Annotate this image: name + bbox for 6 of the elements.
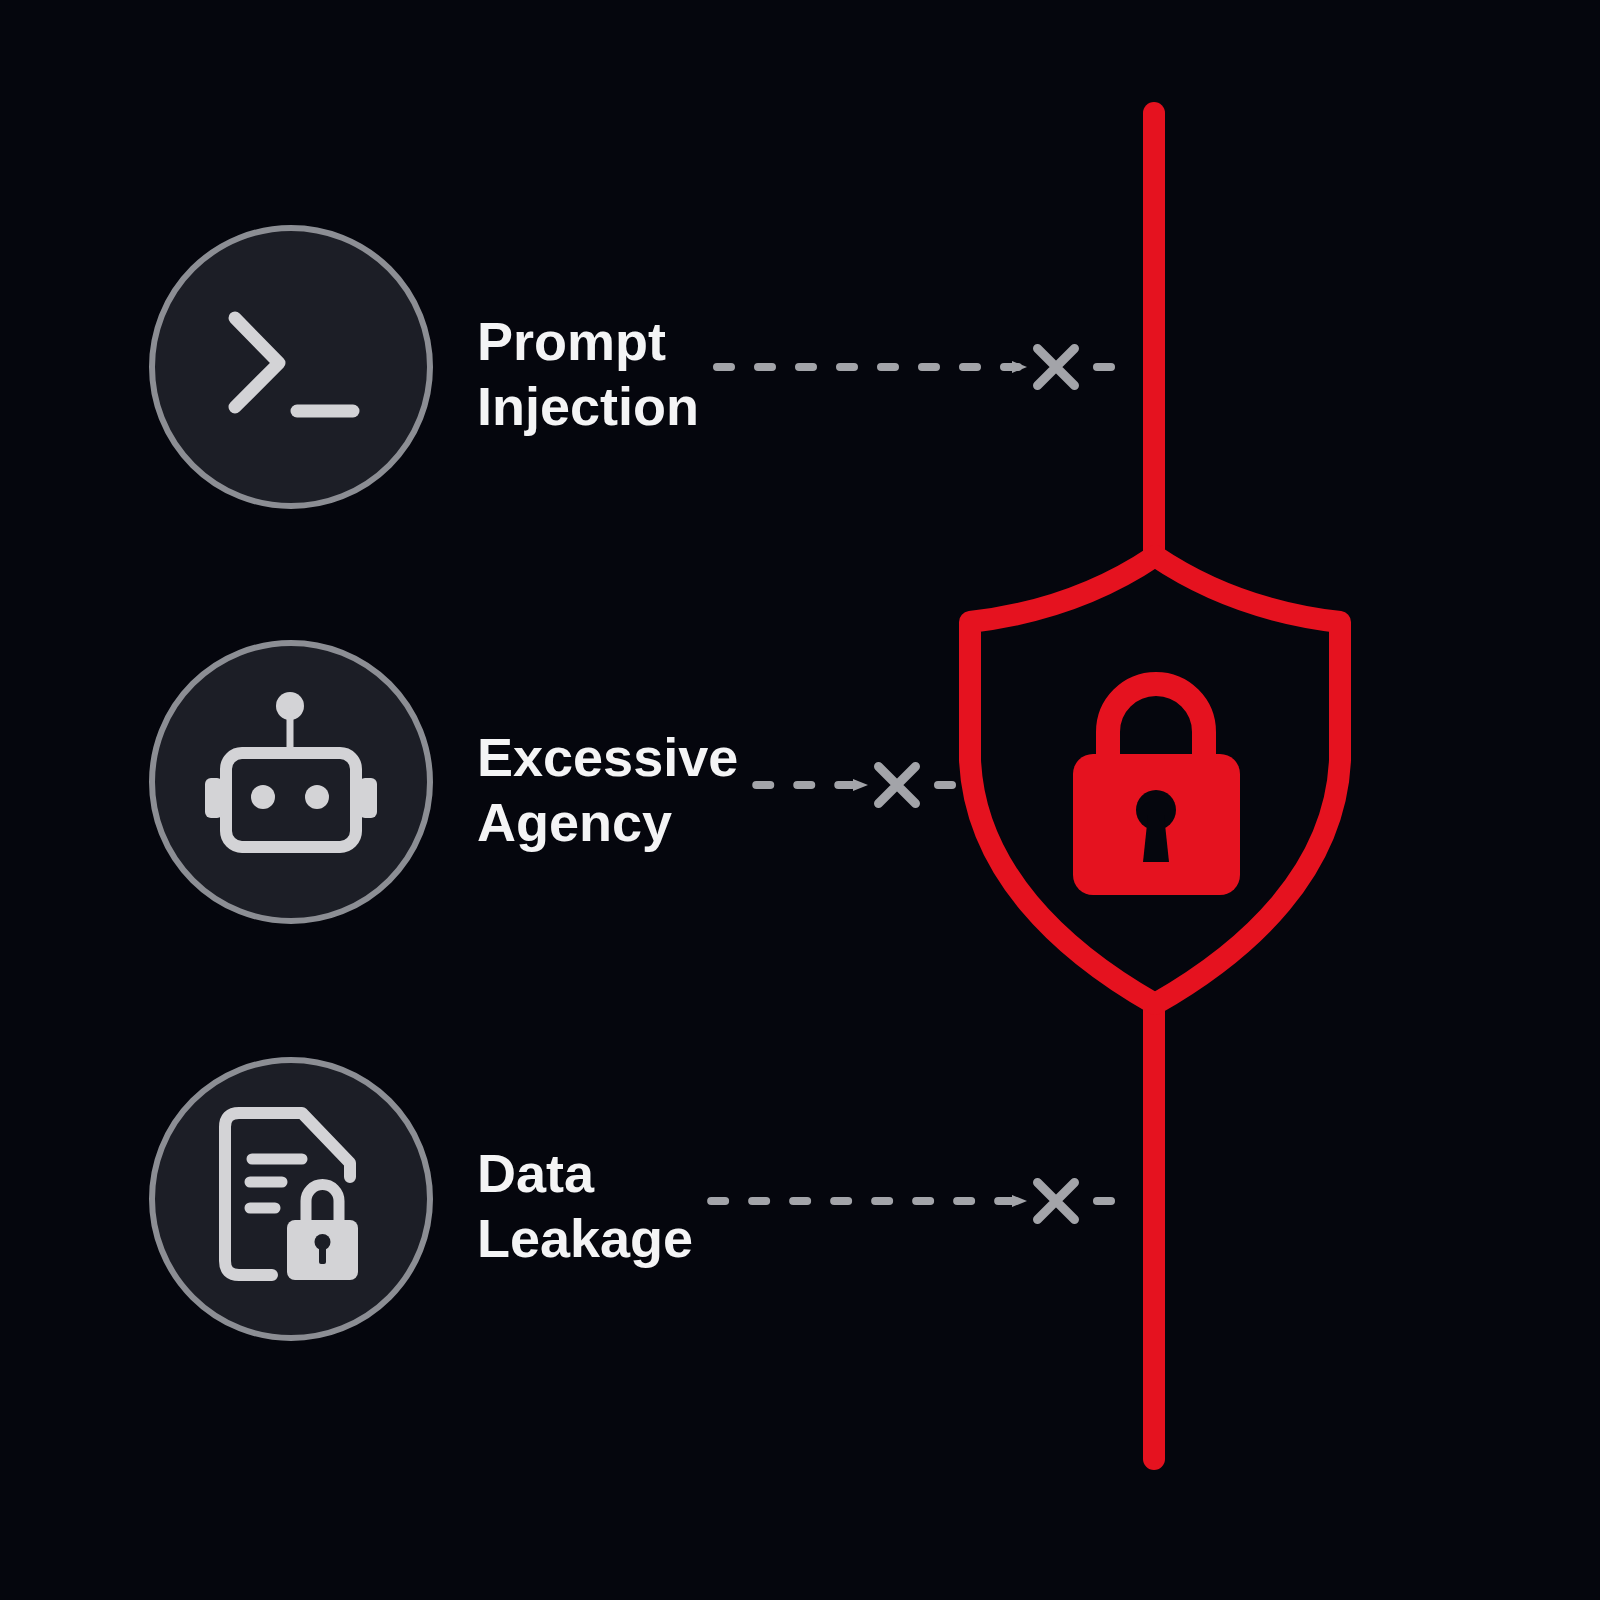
block-cross: [874, 762, 920, 808]
block-cross: [1033, 344, 1079, 390]
threat-label: Data Leakage: [477, 1141, 694, 1271]
threat-label: Prompt Injection: [477, 309, 699, 439]
block-cross: [1033, 1178, 1079, 1224]
threat-label: Excessive Agency: [477, 725, 739, 855]
